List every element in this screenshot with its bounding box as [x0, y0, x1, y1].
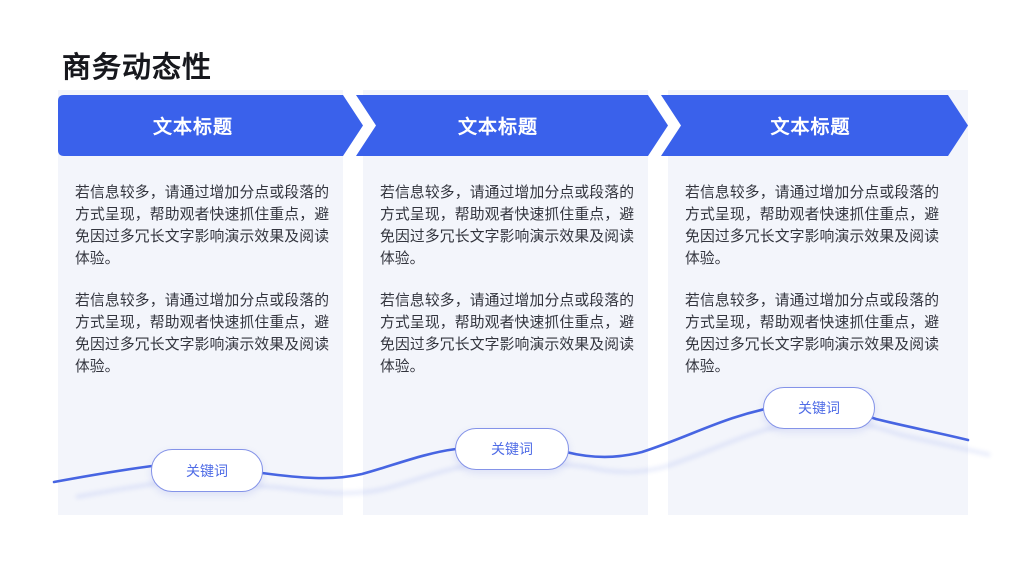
column-body-3: 若信息较多，请通过增加分点或段落的方式呈现，帮助观者快速抓住重点，避免因过多冗长…	[685, 182, 939, 398]
column-header-3: 文本标题	[770, 117, 851, 138]
column-body-1: 若信息较多，请通过增加分点或段落的方式呈现，帮助观者快速抓住重点，避免因过多冗长…	[75, 182, 329, 398]
body-paragraph: 若信息较多，请通过增加分点或段落的方式呈现，帮助观者快速抓住重点，避免因过多冗长…	[380, 293, 634, 375]
keyword-pill-2: 关键词	[455, 428, 569, 470]
body-paragraph: 若信息较多，请通过增加分点或段落的方式呈现，帮助观者快速抓住重点，避免因过多冗长…	[685, 185, 939, 267]
chevron-banner-ribbon	[58, 95, 968, 156]
column-header-2: 文本标题	[457, 117, 538, 138]
keyword-pill-1: 关键词	[151, 449, 263, 492]
body-paragraph: 若信息较多，请通过增加分点或段落的方式呈现，帮助观者快速抓住重点，避免因过多冗长…	[75, 185, 329, 267]
body-paragraph: 若信息较多，请通过增加分点或段落的方式呈现，帮助观者快速抓住重点，避免因过多冗长…	[685, 293, 939, 375]
body-paragraph: 若信息较多，请通过增加分点或段落的方式呈现，帮助观者快速抓住重点，避免因过多冗长…	[75, 293, 329, 375]
chevron-divider-icon	[648, 95, 681, 156]
column-body-2: 若信息较多，请通过增加分点或段落的方式呈现，帮助观者快速抓住重点，避免因过多冗长…	[380, 182, 634, 398]
page-title: 商务动态性	[62, 52, 213, 84]
body-paragraph: 若信息较多，请通过增加分点或段落的方式呈现，帮助观者快速抓住重点，避免因过多冗长…	[380, 185, 634, 267]
chevron-divider-icon	[343, 95, 376, 156]
keyword-pill-3: 关键词	[763, 387, 875, 429]
column-header-1: 文本标题	[152, 117, 233, 138]
